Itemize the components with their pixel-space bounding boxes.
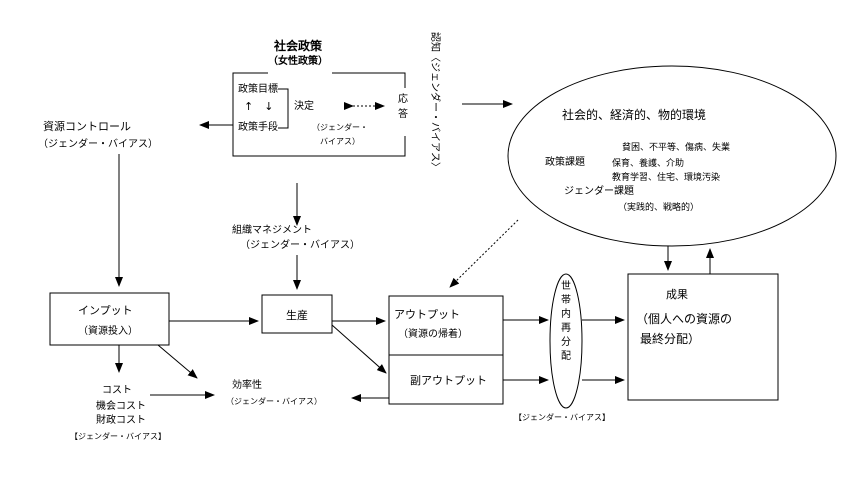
policy-issues-line1: 貧困、不平等、傷病、失業 <box>622 141 730 153</box>
output-title: アウトプット <box>394 308 460 321</box>
response-char-2: 答 <box>398 107 408 120</box>
redistribution-char: 帯 <box>561 293 571 306</box>
decision-label: 決定 <box>294 99 314 112</box>
output-box <box>388 295 504 405</box>
redistribution-char: 再 <box>561 322 571 334</box>
outcome-title: 成果 <box>666 288 688 301</box>
org-management-bias: （ジェンダー・バイアス） <box>240 238 360 251</box>
cost-bias: 【ジェンダー・バイアス】 <box>70 431 166 441</box>
policy-bias-line2: バイアス） <box>320 137 360 146</box>
policy-updown-arrows: ↑ ↓ <box>244 100 273 113</box>
environment-ellipse <box>507 65 837 247</box>
gender-issues-label: ジェンダー課題 <box>564 184 634 197</box>
social-policy-subtitle: （女性政策） <box>268 54 328 67</box>
efficiency-bias: （ジェンダー・バイアス） <box>226 396 322 406</box>
sub-output-label: 副アウトプット <box>410 374 487 387</box>
redistribution-char: 配 <box>561 350 571 362</box>
gender-issues-sub: （実践的、戦略的） <box>618 201 699 213</box>
input-title: インプット <box>78 304 133 317</box>
outcome-line2: 最終分配） <box>640 331 700 346</box>
org-management-title: 組織マネジメント <box>232 223 312 236</box>
input-box <box>49 292 170 346</box>
redistribution-char: 分 <box>561 336 571 348</box>
policy-bias-line1: （ジェンダー・ <box>312 122 368 132</box>
policy-means-label: 政策手段 <box>238 120 278 133</box>
arrow-production-to-suboutput <box>331 324 387 374</box>
policy-issues-label: 政策課題 <box>545 155 585 168</box>
dotted-arrow-environment-to-output <box>449 219 519 288</box>
decision-bracket <box>278 88 289 129</box>
production-box <box>261 294 333 334</box>
cost-line2: 機会コスト <box>96 399 146 412</box>
social-policy-title: 社会政策 <box>273 38 323 53</box>
redistribution-ellipse <box>549 273 583 409</box>
redistribution-char: 内 <box>561 307 571 320</box>
output-sub: （資源の帰着） <box>398 327 468 340</box>
policy-goal-label: 政策目標 <box>238 82 278 95</box>
resource-control-title: 資源コントロール <box>43 119 131 133</box>
arrow-input-to-efficiency <box>157 344 198 379</box>
efficiency-title: 効率性 <box>232 378 262 391</box>
response-char-1: 応 <box>398 92 408 105</box>
resource-control-bias: （ジェンダー・バイアス） <box>38 137 158 150</box>
environment-title: 社会的、経済的、物的環境 <box>562 107 706 122</box>
recognition-label: 認知〈ジェンダー・バイアス〉 <box>429 32 442 172</box>
social-policy-frame <box>232 72 406 157</box>
household-bias: 【ジェンダー・バイアス】 <box>514 412 610 422</box>
policy-issues-line2: 保育、養護、介助 <box>612 157 684 169</box>
input-sub: （資源投入） <box>78 324 138 337</box>
cost-line3: 財政コスト <box>96 413 146 426</box>
policy-issues-line3: 教育学習、住宅、環境汚染 <box>612 171 720 183</box>
cost-line1: コスト <box>102 385 132 396</box>
production-label: 生産 <box>286 308 308 322</box>
outcome-box <box>627 273 779 401</box>
outcome-line1: （個人への資源の <box>636 312 732 326</box>
redistribution-char: 世 <box>561 280 571 292</box>
